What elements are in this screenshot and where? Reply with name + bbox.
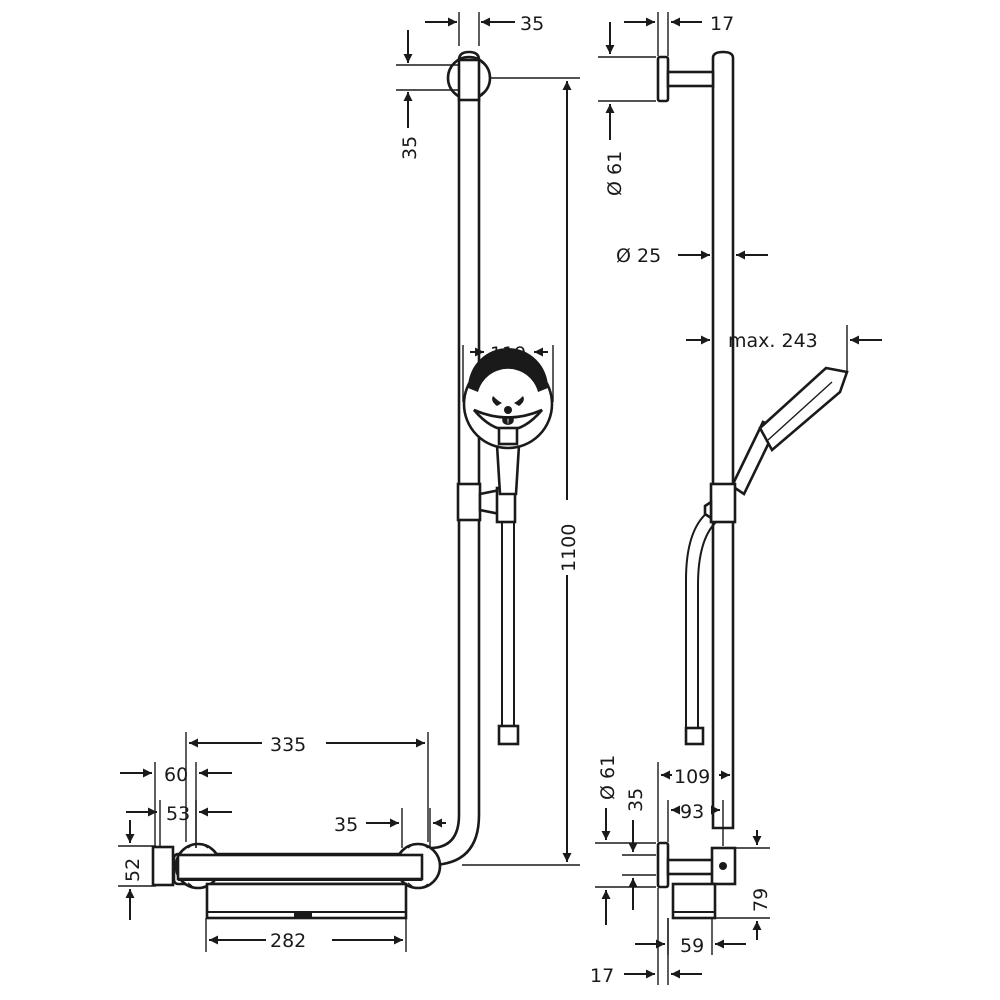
label-shelf-width: 282 [270, 930, 306, 952]
dim-flange-diameter-bottom: Ø 61 [595, 755, 656, 925]
label-flange-diameter-top: Ø 61 [604, 151, 626, 196]
slider-holder [456, 482, 517, 524]
side-top-flange [656, 55, 715, 103]
dim-top-bracket-offset: 35 [396, 30, 460, 160]
dim-shower-projection: max. 243 [686, 325, 882, 372]
label-flange-depth-top: 17 [710, 13, 734, 35]
shelf [205, 882, 408, 920]
label-handshower-diameter: 119 [490, 343, 526, 365]
dim-bracket-width: 53 [126, 800, 232, 848]
side-hand-shower [730, 366, 849, 496]
dim-handshower-diameter: 119 [462, 343, 554, 402]
dim-flange-depth-top: 17 [624, 12, 734, 56]
dim-flange-depth-bottom: 17 [590, 888, 702, 987]
label-rail-height: 1100 [558, 524, 580, 572]
dim-bar-gap: 35 [334, 808, 446, 848]
dim-grab-bar-length: 335 [185, 732, 429, 842]
dim-rail-diameter: Ø 25 [616, 245, 768, 267]
label-flange-depth-bottom: 17 [590, 965, 614, 987]
side-rail [711, 50, 735, 830]
dim-flange-diameter-top: Ø 61 [598, 22, 656, 196]
dim-projection-93: 93 [667, 800, 724, 846]
dim-bracket-height: 52 [118, 820, 156, 920]
label-flange-diameter-bottom: Ø 61 [597, 755, 619, 800]
label-projection-109: 109 [674, 766, 710, 788]
label-lower-offset: 35 [625, 788, 647, 812]
label-rail-diameter: Ø 25 [616, 245, 661, 267]
dim-lower-offset: 35 [622, 788, 656, 910]
dim-rail-height: 1100 [462, 77, 580, 866]
label-projection-93: 93 [680, 801, 704, 823]
label-shelf-height: 79 [750, 888, 772, 912]
dim-rail-diameter-top: 35 [425, 12, 544, 46]
label-grab-bar-length: 335 [270, 734, 306, 756]
side-view: 17 Ø 61 Ø 25 max. 243 [590, 12, 882, 987]
dim-projection-109: 109 [657, 762, 734, 842]
hand-shower-handle [495, 443, 521, 496]
label-bar-gap: 35 [334, 814, 358, 836]
grab-bar [151, 842, 442, 890]
top-wall-bracket [446, 55, 492, 102]
front-view: 35 35 119 1100 [118, 12, 580, 952]
label-bracket-depth: 60 [164, 764, 188, 786]
dim-shelf-height: 79 [716, 830, 772, 940]
side-bottom-parts [656, 841, 737, 920]
side-hose [684, 511, 717, 746]
dim-shelf-width: 282 [205, 918, 407, 952]
side-slider [703, 482, 737, 524]
label-bracket-width: 53 [166, 803, 190, 825]
label-top-bracket-offset: 35 [399, 136, 421, 160]
label-bracket-height: 52 [122, 858, 144, 882]
label-rail-diameter-top: 35 [520, 13, 544, 35]
shower-hose [497, 520, 520, 746]
dim-shelf-depth: 59 [635, 918, 746, 957]
hand-shower-head [462, 348, 554, 450]
label-shower-projection: max. 243 [728, 330, 818, 352]
label-shelf-depth: 59 [680, 935, 704, 957]
shower-rail [428, 50, 481, 867]
